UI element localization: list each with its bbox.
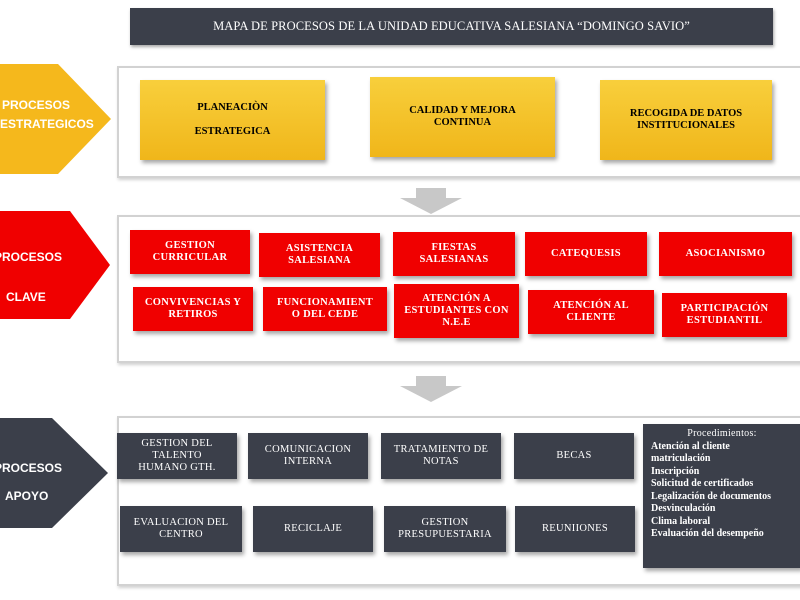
strategic-box-calidad: CALIDAD Y MEJORA CONTINUA — [370, 77, 555, 157]
procedure-item: Solicitud de certificados — [651, 478, 754, 489]
section-label-clave-2: CLAVE — [6, 290, 46, 304]
procedure-item: matriculación — [651, 453, 711, 464]
strategic-box-planeacion: PLANEACIÒN ESTRATEGICA — [140, 80, 325, 160]
key-box: PARTICIPACIÓN ESTUDIANTIL — [662, 293, 787, 337]
section-label-estrategicos-1: PROCESOS — [2, 98, 70, 112]
key-box: FUNCIONAMIENTO DEL CEDE — [263, 287, 387, 331]
key-box: GESTION CURRICULAR — [130, 230, 250, 274]
support-box: GESTION PRESUPUESTARIA — [384, 506, 506, 552]
page-title: MAPA DE PROCESOS DE LA UNIDAD EDUCATIVA … — [130, 8, 773, 45]
key-box: ASOCIANISMO — [659, 232, 792, 276]
procedures-box: Procedimientos: Atención al cliente matr… — [643, 424, 800, 568]
key-box: CONVIVENCIAS Y RETIROS — [133, 287, 253, 331]
strategic-box-planeacion-line2: ESTRATEGICA — [194, 126, 271, 137]
down-arrow-icon — [400, 376, 462, 402]
key-box: ATENCIÓN A ESTUDIANTES CON N.E.E — [394, 284, 519, 338]
section-label-clave-1: PROCESOS — [0, 250, 62, 264]
support-box: EVALUACION DEL CENTRO — [120, 506, 242, 552]
procedure-item: Clima laboral — [651, 515, 711, 527]
chevron-clave: PROCESOS CLAVE — [0, 211, 110, 319]
support-box: GESTION DEL TALENTO HUMANO GTH. — [117, 433, 237, 479]
key-box: ATENCIÓN AL CLIENTE — [528, 290, 654, 334]
key-box: CATEQUESIS — [525, 232, 647, 276]
support-box: BECAS — [514, 433, 634, 479]
strategic-box-planeacion-line1: PLANEACIÒN — [197, 102, 268, 113]
procedure-item: Atención al cliente — [651, 440, 730, 452]
support-box: TRATAMIENTO DE NOTAS — [381, 433, 501, 479]
procedure-item: Evaluación del desempeño — [651, 528, 764, 539]
support-box: COMUNICACION INTERNA — [248, 433, 368, 479]
procedures-heading: Procedimientos: — [687, 428, 757, 439]
down-arrow-icon — [400, 188, 462, 214]
support-box: RECICLAJE — [253, 506, 373, 552]
procedure-item: Legalización de documentos — [651, 490, 771, 502]
procedure-item: Desvinculación — [651, 503, 716, 514]
support-box: REUNIIONES — [515, 506, 635, 552]
chevron-apoyo: PROCESOS APOYO — [0, 418, 108, 528]
section-label-apoyo-1: PROCESOS — [0, 461, 62, 475]
section-label-apoyo-2: APOYO — [5, 489, 48, 503]
key-box: FIESTAS SALESIANAS — [393, 232, 515, 276]
key-box: ASISTENCIA SALESIANA — [259, 233, 380, 277]
procedure-item: Inscripción — [651, 465, 700, 477]
chevron-estrategicos: PROCESOS ESTRATEGICOS — [0, 64, 111, 174]
strategic-box-recogida: RECOGIDA DE DATOS INSTITUCIONALES — [600, 80, 772, 160]
section-label-estrategicos-2: ESTRATEGICOS — [0, 117, 94, 131]
